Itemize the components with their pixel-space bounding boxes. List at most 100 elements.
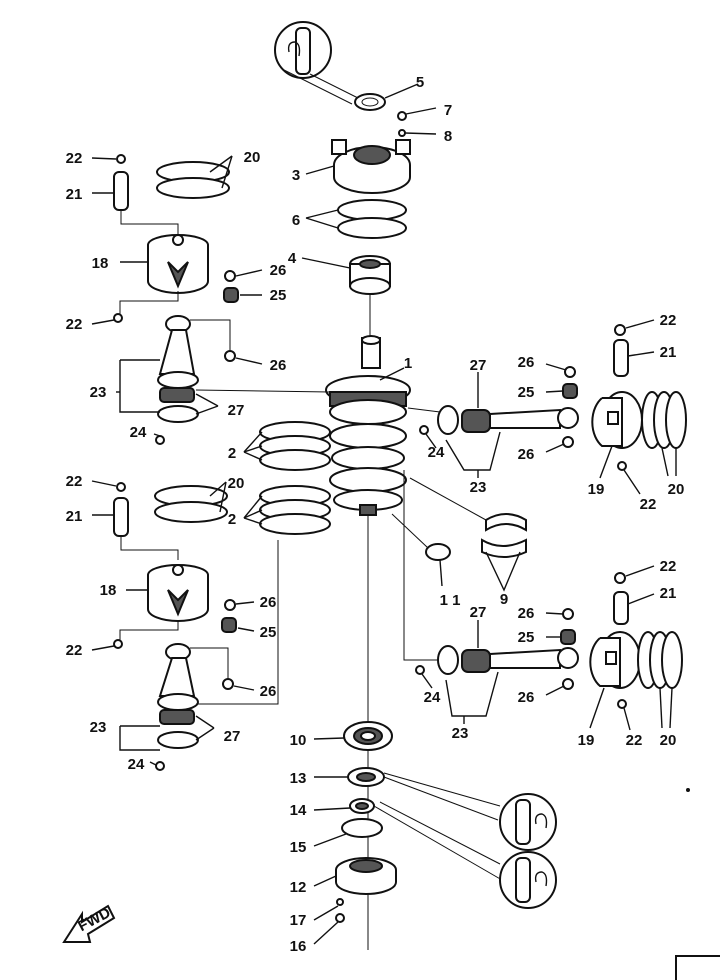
needle-bearing-25-c: [221, 617, 237, 633]
bolt-24-c: [155, 761, 165, 771]
callout-22-52: 22: [626, 732, 643, 749]
leader-rod-a-to-crank: [195, 389, 331, 393]
callout-26-19: 26: [518, 354, 535, 371]
piston-19-b: [589, 631, 641, 689]
callout-5-0: 5: [416, 74, 424, 91]
seal-11: [425, 543, 451, 561]
callout-27-49: 27: [224, 728, 241, 745]
connecting-rod-23-a: [157, 315, 199, 423]
callout-23-50: 23: [452, 725, 469, 742]
callout-26-37: 26: [260, 594, 277, 611]
connecting-rod-23-b: [437, 405, 579, 435]
stray-dot: [686, 788, 690, 792]
callout-19-51: 19: [578, 732, 595, 749]
callout-24-47: 24: [424, 689, 441, 706]
leader-washer-a: [190, 319, 231, 350]
bolt-24-a: [155, 435, 165, 445]
washer-26-e: [224, 599, 236, 611]
callout-23-25: 23: [470, 479, 487, 496]
callout-22-21: 22: [660, 312, 677, 329]
forward-direction-arrow: FWD: [62, 904, 116, 943]
circlip-22-c: [614, 324, 626, 336]
circlip-22-b: [113, 313, 123, 323]
o-rings-6: [337, 199, 407, 239]
page-corner-frame: [675, 955, 720, 980]
piston-18-b: [147, 564, 209, 622]
connecting-rod-23-d: [437, 645, 579, 675]
callout-23-48: 23: [90, 719, 107, 736]
callout-27-18: 27: [470, 357, 487, 374]
circlip-22-d: [617, 461, 627, 471]
callout-6-4: 6: [292, 212, 300, 229]
washer-26-f: [222, 678, 234, 690]
leader-circlip-f: [119, 620, 179, 640]
washer-8: [398, 129, 406, 137]
callout-18-36: 18: [100, 582, 117, 599]
callout-4-5: 4: [288, 250, 297, 267]
callout-27-41: 27: [470, 604, 487, 621]
washer-26-b: [224, 350, 236, 362]
leader-piston-pin-a: [120, 210, 179, 234]
needle-bearing-4: [349, 255, 391, 295]
callout-22-12: 22: [66, 316, 83, 333]
piston-pin-21-d: [613, 591, 629, 625]
callout-25-11: 25: [270, 287, 287, 304]
piston-rings-20-b: [641, 391, 687, 449]
washer-26-a: [224, 270, 236, 282]
callout-21-33: 21: [66, 508, 83, 525]
callout-1-17: 1: [404, 355, 412, 372]
washer-26-d: [562, 436, 574, 448]
seal-13-detail-circle: [383, 772, 557, 851]
callout-23-14: 23: [90, 384, 107, 401]
callout-10-55: 10: [290, 732, 307, 749]
callout-20-53: 20: [660, 732, 677, 749]
callout-26-13: 26: [270, 357, 287, 374]
callout-25-38: 25: [260, 624, 277, 641]
piston-19-a: [591, 391, 643, 449]
washer-26-h: [562, 678, 574, 690]
leader-crank-to-bearing-9: [409, 477, 487, 521]
washer-17: [336, 898, 344, 906]
leader-crank-to-rod-d: [403, 470, 438, 661]
upper-bearing-housing-3: [331, 139, 411, 194]
callout-25-20: 25: [518, 384, 535, 401]
leader-crank-to-rod-b: [407, 407, 441, 413]
bolt-7: [397, 111, 407, 121]
callout-26-24: 26: [518, 446, 535, 463]
callout-2-30: 2: [228, 511, 236, 528]
circlip-22-f: [113, 639, 123, 649]
lower-bearing-housing-12: [335, 857, 397, 895]
callout-14-57: 14: [290, 802, 307, 819]
callout-27-15: 27: [228, 402, 245, 419]
callout-22-39: 22: [66, 642, 83, 659]
circlip-22-e: [116, 482, 126, 492]
needle-bearing-25-a: [223, 287, 239, 303]
callout-2-29: 2: [228, 445, 236, 462]
callout-20-28: 20: [668, 481, 685, 498]
callout-21-45: 21: [660, 585, 677, 602]
callout-26-42: 26: [518, 605, 535, 622]
callout-11-35: 1 1: [440, 592, 461, 609]
callout-21-8: 21: [66, 186, 83, 203]
piston-pin-21-b: [613, 339, 629, 377]
needle-bearing-25-d: [560, 629, 576, 645]
piston-pin-21-a: [113, 171, 129, 211]
callout-24-23: 24: [428, 444, 445, 461]
washer-26-g: [562, 608, 574, 620]
callout-17-60: 17: [290, 912, 307, 929]
leader-circlip-a: [119, 291, 179, 315]
seal-14-detail-circle: [373, 801, 557, 909]
callout-3-3: 3: [292, 167, 300, 184]
callout-13-56: 13: [290, 770, 307, 787]
callout-22-31: 22: [66, 473, 83, 490]
leader-piston-pin-c: [120, 536, 179, 560]
piston-18-a: [147, 234, 209, 294]
split-bearing-9: [481, 513, 527, 558]
callout-26-46: 26: [518, 689, 535, 706]
washer-26-c: [564, 366, 576, 378]
callout-26-10: 26: [270, 262, 287, 279]
leader-crank-to-seal-11: [391, 513, 429, 549]
o-ring-15: [341, 818, 383, 838]
